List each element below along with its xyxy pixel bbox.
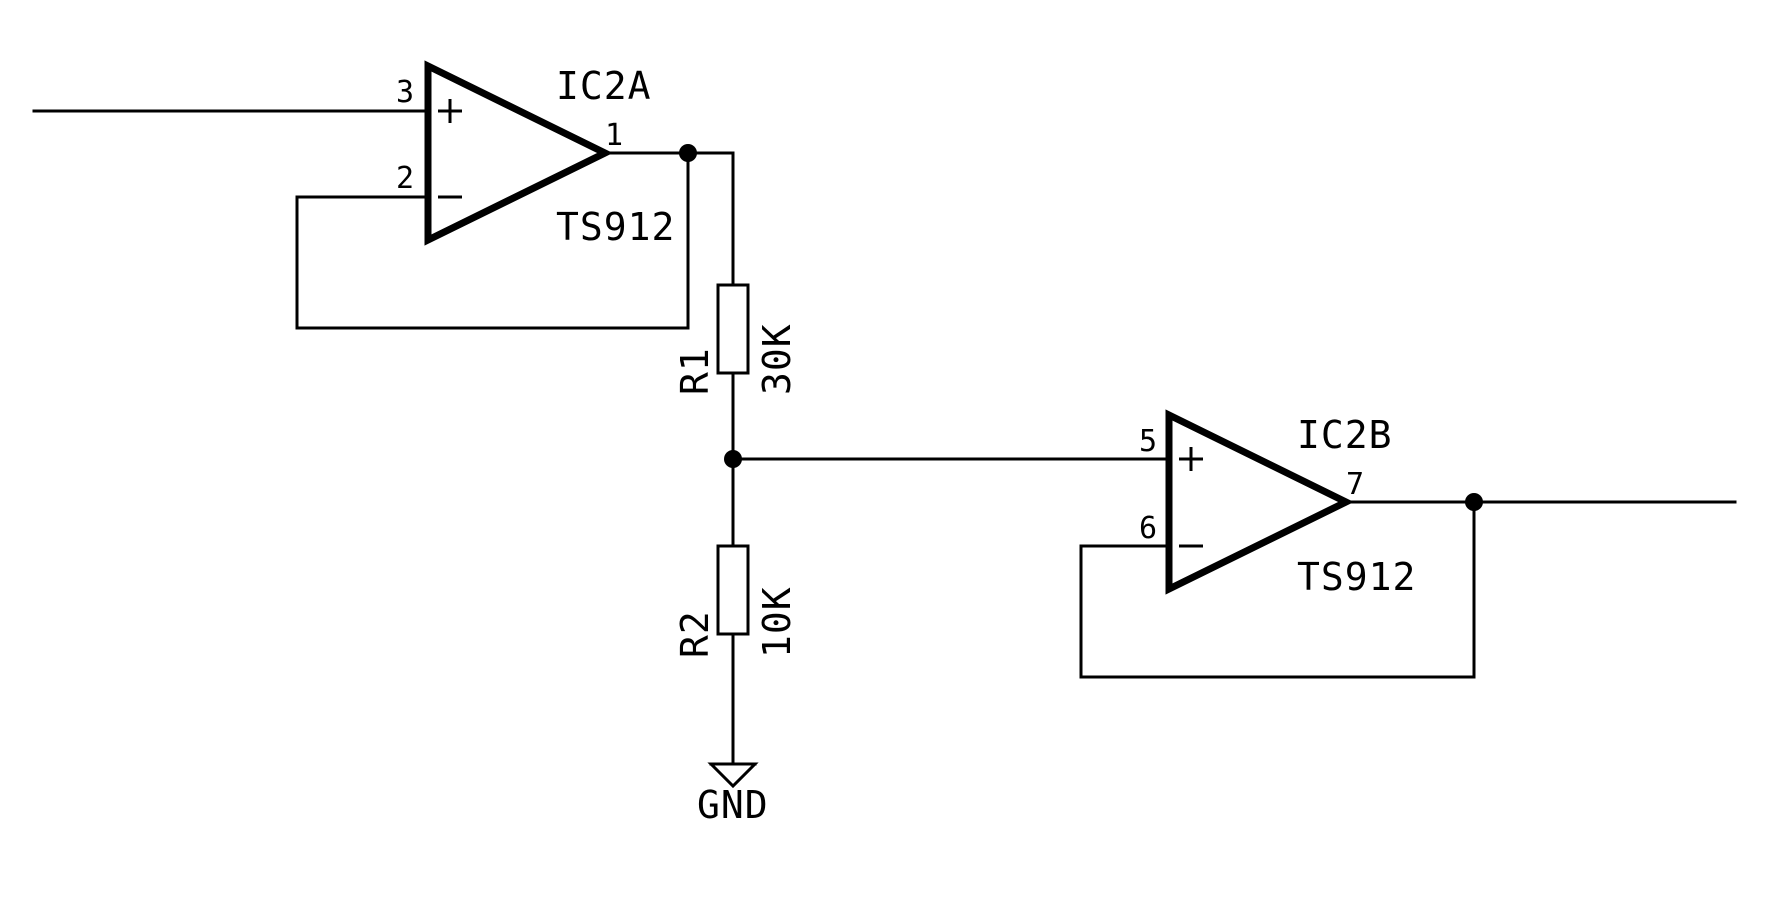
ic2a-pin-inv: 2 <box>396 161 414 196</box>
ic2b-pin-out: 7 <box>1346 467 1364 502</box>
ic2a-triangle <box>424 60 613 246</box>
ic2b-opamp: 5 6 7 IC2B TS912 <box>1139 409 1416 599</box>
r2-value-label: 10K <box>755 586 799 658</box>
r1-resistor <box>716 283 750 375</box>
ic2a-pin-noninv: 3 <box>396 75 414 110</box>
gnd-label: GND <box>697 783 769 827</box>
ic2a-name-label: IC2A <box>556 64 652 108</box>
gnd-symbol: GND <box>697 762 769 827</box>
ic2b-triangle <box>1165 409 1354 595</box>
r2-resistor <box>716 544 750 636</box>
ic2b-name-label: IC2B <box>1297 413 1393 457</box>
r1-name-label: R1 <box>673 347 717 395</box>
ic2a-feedback-wire <box>295 151 690 330</box>
gnd-triangle <box>707 762 759 789</box>
ic2b-pin-noninv: 5 <box>1139 424 1157 459</box>
ic2a-output-junction <box>679 144 697 162</box>
ic2a-pin-out: 1 <box>605 118 623 153</box>
ic2a-value-label: TS912 <box>556 205 675 249</box>
ic2b-pin-inv: 6 <box>1139 511 1157 546</box>
ic2b-value-label: TS912 <box>1297 555 1416 599</box>
r1-value-label: 30K <box>755 323 799 395</box>
ic2b-output-junction <box>1465 493 1483 511</box>
ic2a-opamp: 3 2 1 IC2A TS912 <box>396 60 675 249</box>
r2-name-label: R2 <box>673 610 717 658</box>
ic2b-feedback-wire <box>1079 500 1476 679</box>
